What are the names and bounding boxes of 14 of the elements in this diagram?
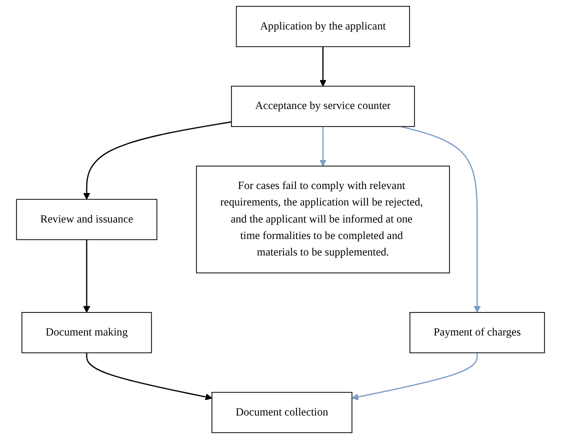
node-box: Payment of charges — [410, 312, 545, 354]
arrow — [352, 352, 478, 400]
arrow — [319, 46, 326, 87]
arrow — [319, 126, 326, 166]
node-box: Document making — [22, 312, 152, 354]
arrow — [83, 121, 232, 200]
node-box: Application by the applicant — [236, 6, 410, 48]
node-box: Review and issuance — [16, 198, 158, 240]
arrow — [400, 126, 481, 313]
node-box: For cases fail to comply with relevant requirements, the application will be rejected, and the applicant will be informed at one time formalities to be completed and materials to be supplemented. — [196, 166, 450, 274]
node-box: Acceptance by service counter — [231, 86, 415, 127]
node-box: Document collection — [212, 392, 352, 434]
arrow — [83, 240, 90, 313]
arrow — [86, 352, 212, 400]
